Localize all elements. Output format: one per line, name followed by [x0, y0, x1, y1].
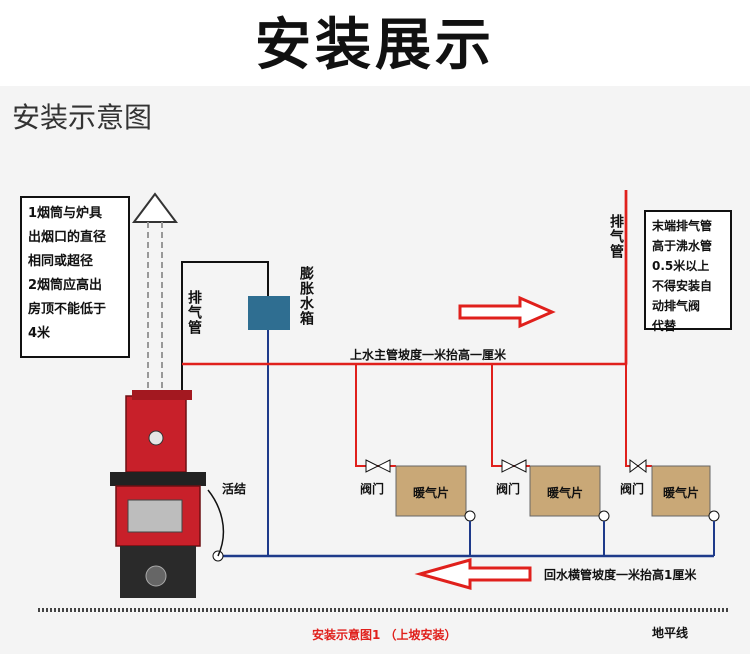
note-line: 相同或超径 [28, 254, 94, 269]
note-line: 4米 [28, 326, 51, 341]
chimney-up-arrow-icon [132, 192, 178, 223]
valve-icon-1 [365, 459, 391, 473]
note-line: 0.5米以上 [652, 259, 710, 273]
union-label: 活结 [222, 482, 247, 496]
chimney-note: 1烟筒与炉具 出烟口的直径 相同或超径 2烟筒应高出 房顶不能低于 4米 [20, 196, 130, 358]
radiator-label-1: 暖气片 [412, 486, 449, 500]
return-circle-1 [464, 510, 476, 522]
radiator-label-3: 暖气片 [662, 486, 699, 500]
radiator-3 [651, 465, 711, 517]
title-banner [0, 0, 750, 86]
note-line: 高于沸水管 [652, 239, 713, 253]
expansion-tank-label: 膨胀水箱 [298, 266, 314, 326]
return-pipe-label: 回水横管坡度一米抬高1厘米 [544, 568, 697, 582]
radiator-1 [395, 465, 467, 517]
valve-icon-2 [501, 459, 527, 473]
radiator-label-2: 暖气片 [546, 486, 583, 500]
left-exhaust-label: 排气管 [186, 290, 202, 335]
stove [110, 390, 206, 598]
note-line: 房顶不能低于 [28, 302, 107, 317]
union-leader-line [207, 489, 225, 557]
return-circle-3 [708, 510, 720, 522]
diagram-subtitle: 安装示意图 [12, 101, 153, 134]
right-exhaust-label: 排气管 [608, 214, 624, 259]
expansion-tank [248, 296, 290, 330]
note-line: 2烟筒应高出 [28, 278, 103, 293]
drop-pipe-2 [491, 364, 530, 467]
flow-arrow-right-icon [458, 295, 556, 329]
valve-label-3: 阀门 [620, 482, 645, 496]
valve-label-2: 阀门 [496, 482, 521, 496]
note-line: 出烟口的直径 [28, 230, 107, 245]
drop-pipe-3 [625, 364, 652, 467]
note-line: 代替 [652, 319, 677, 333]
page-title: 安装展示 [255, 13, 495, 78]
supply-main-pipe [182, 190, 628, 366]
note-line: 1烟筒与炉具 [28, 206, 103, 221]
drop-pipe-1 [355, 364, 396, 467]
valve-icon-3 [629, 459, 647, 473]
return-circle-2 [598, 510, 610, 522]
left-exhaust-pipe [181, 261, 269, 400]
diagram-caption: 安装示意图1 （上坡安装） [312, 628, 457, 642]
flow-arrow-left-icon [414, 558, 532, 590]
note-line: 末端排气管 [652, 219, 713, 233]
valve-label-1: 阀门 [360, 482, 385, 496]
supply-pipe-label: 上水主管坡度一米抬高一厘米 [350, 348, 507, 362]
note-line: 不得安装自 [652, 279, 713, 293]
ground-label: 地平线 [652, 626, 689, 640]
radiator-2 [529, 465, 601, 517]
note-line: 动排气阀 [652, 299, 701, 313]
exhaust-note: 末端排气管 高于沸水管 0.5米以上 不得安装自 动排气阀 代替 [644, 210, 732, 333]
